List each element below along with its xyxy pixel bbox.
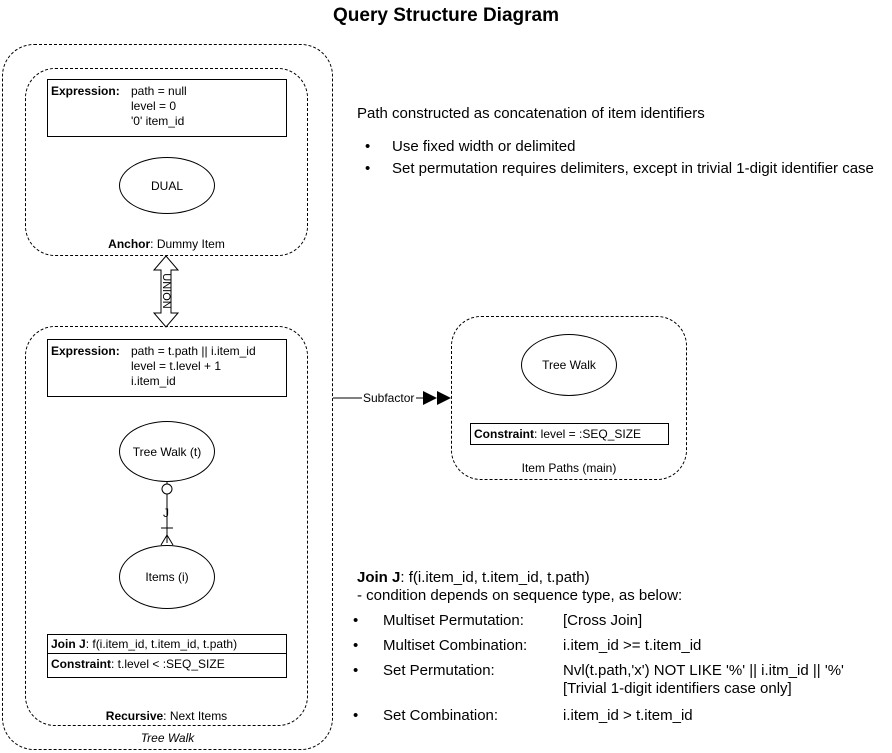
anchor-expression-line-1: path = null [131, 84, 187, 98]
tree-walk-main-node: Tree Walk [521, 334, 617, 396]
main-constraint-box: Constraint: level = :SEQ_SIZE [470, 423, 669, 445]
tree-walk-outer-box [2, 44, 333, 750]
union-label: UNION [160, 273, 172, 309]
join-condition-row: • Multiset Permutation: [Cross Join] [353, 612, 883, 630]
anchor-caption-bold: Anchor [108, 237, 151, 251]
join-condition-row: • Set Combination: i.item_id > t.item_id [353, 707, 883, 725]
recursive-box [25, 326, 308, 726]
join-note-heading-bold: Join J [357, 569, 401, 586]
join-condition-row: • Set Permutation: Nvl(t.path,'x') NOT L… [353, 662, 883, 698]
diagram-title: Query Structure Diagram [333, 5, 559, 26]
join-note-heading-rest: : f(i.item_id, t.item_id, t.path) [400, 569, 590, 586]
join-row-value: i.item_id > t.item_id [563, 707, 693, 724]
items-i-node: Items (i) [119, 545, 215, 609]
subfactor-arrowhead-2 [437, 391, 451, 405]
tree-walk-outer-caption: Tree Walk [140, 731, 195, 745]
recursive-expression-line-1: path = t.path || i.item_id [131, 344, 256, 358]
item-paths-main-box [451, 316, 687, 480]
subfactor-arrowhead-1 [423, 391, 437, 405]
join-row-label: Set Combination: [383, 707, 499, 724]
join-text: : f(i.item_id, t.item_id, t.path) [85, 637, 238, 651]
join-row-value: i.item_id >= t.item_id [563, 637, 702, 654]
recursive-expression-line-3: i.item_id [131, 374, 176, 388]
main-constraint-label: Constraint [474, 427, 534, 441]
join-row-value-2: [Trivial 1-digit identifiers case only] [563, 680, 792, 697]
join-label: Join J [51, 637, 86, 651]
constraint-row-in-box: Constraint: t.level < :SEQ_SIZE [48, 654, 286, 675]
join-condition-row: • Multiset Combination: i.item_id >= t.i… [353, 637, 883, 655]
join-row-value: Nvl(t.path,'x') NOT LIKE '%' || i.itm_id… [563, 662, 844, 679]
recursive-constraint-label: Constraint [51, 657, 111, 671]
dual-node: DUAL [119, 157, 215, 214]
crowfoot-left [160, 534, 168, 546]
recursive-caption-rest: : Next Items [163, 709, 228, 723]
anchor-box [25, 68, 308, 256]
anchor-expression-box: Expression: path = null level = 0 '0' it… [47, 79, 287, 137]
join-marker-label: J [163, 506, 169, 520]
join-note-subheading: - condition depends on sequence type, as… [357, 587, 683, 604]
main-constraint-text: : level = :SEQ_SIZE [534, 427, 642, 441]
path-note-bullet-2: Set permutation requires delimiters, exc… [360, 160, 890, 178]
recursive-expression-box: Expression: path = t.path || i.item_id l… [47, 339, 287, 397]
join-row-value: [Cross Join] [563, 612, 643, 629]
path-note-list: Use fixed width or delimited Set permuta… [360, 138, 890, 178]
tree-walk-t-node: Tree Walk (t) [119, 421, 215, 482]
join-row-bullet: • [353, 662, 359, 679]
join-row-bullet: • [353, 707, 359, 724]
join-zero-circle [161, 483, 173, 495]
crowfoot-right [166, 534, 174, 546]
join-row-in-box: Join J: f(i.item_id, t.item_id, t.path) [48, 635, 286, 654]
anchor-expression-label: Expression: [51, 84, 120, 98]
join-row-bullet: • [353, 612, 359, 629]
anchor-caption: Anchor: Dummy Item [25, 237, 308, 251]
join-row-label: Multiset Permutation: [383, 612, 524, 629]
join-row-bullet: • [353, 637, 359, 654]
join-row-label: Set Permutation: [383, 662, 495, 679]
join-note-heading: Join J: f(i.item_id, t.item_id, t.path) [357, 569, 590, 587]
subfactor-label: Subfactor [363, 391, 415, 405]
anchor-caption-rest: : Dummy Item [150, 237, 225, 251]
item-paths-caption: Item Paths (main) [521, 461, 617, 475]
recursive-caption: Recursive: Next Items [25, 709, 308, 723]
anchor-expression-line-3: '0' item_id [131, 114, 185, 128]
path-note-bullet-1: Use fixed width or delimited [360, 138, 890, 156]
recursive-expression-label: Expression: [51, 344, 120, 358]
union-double-arrow [152, 255, 180, 328]
join-row-label: Multiset Combination: [383, 637, 528, 654]
path-note-heading: Path constructed as concatenation of ite… [357, 105, 705, 122]
anchor-expression-line-2: level = 0 [131, 99, 177, 113]
join-constraint-box: Join J: f(i.item_id, t.item_id, t.path) … [47, 634, 287, 678]
recursive-caption-bold: Recursive [105, 709, 164, 723]
recursive-constraint-text: : t.level < :SEQ_SIZE [111, 657, 225, 671]
recursive-expression-line-2: level = t.level + 1 [131, 359, 222, 373]
